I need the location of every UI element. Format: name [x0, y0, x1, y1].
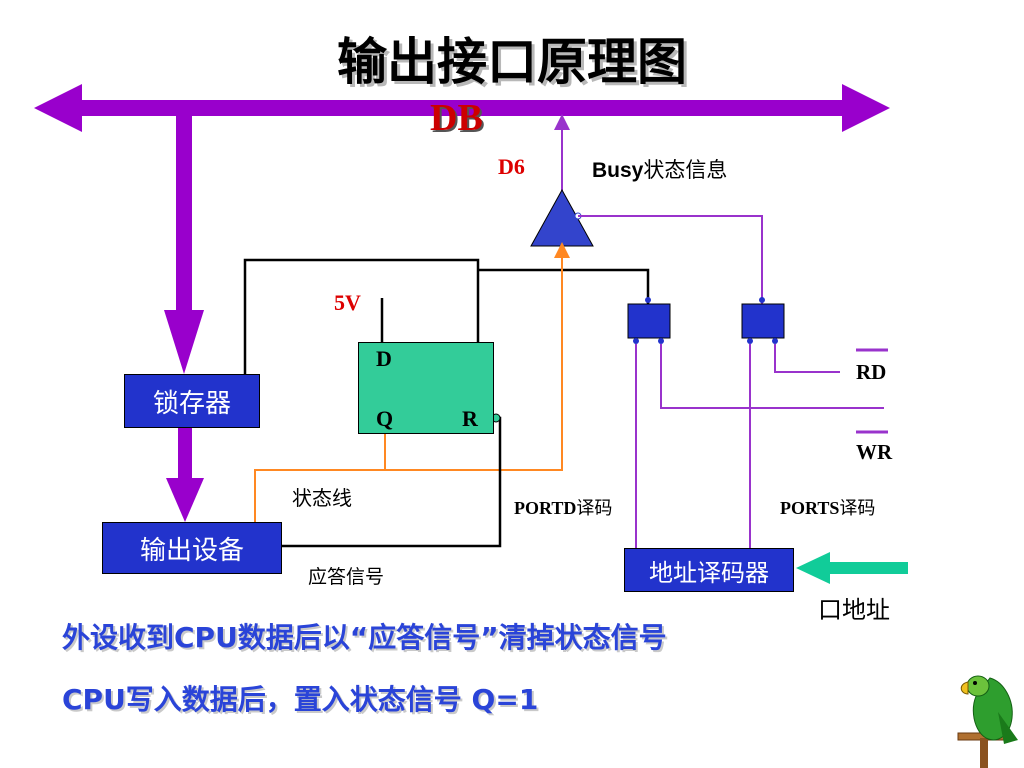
address-decoder-block: 地址译码器	[624, 548, 794, 592]
ports-decode-label: PORTS译码	[780, 494, 875, 520]
latch-to-device-shaft	[178, 428, 192, 480]
bus-to-latch-arrowhead	[164, 310, 204, 374]
rd-label: RD	[856, 360, 887, 384]
port-address-arrowhead	[796, 552, 830, 584]
page-title: 输出接口原理图	[337, 33, 687, 91]
latch-block: 锁存器	[124, 374, 260, 428]
flip-flop-q-label: Q	[376, 406, 394, 431]
busy-suffix: 状态信息	[643, 158, 728, 182]
tristate-buffer	[530, 188, 594, 247]
data-bus-label: DB	[430, 97, 483, 139]
wr-wire	[660, 344, 884, 409]
bus-to-latch-shaft	[176, 116, 192, 312]
portd-label: PORTD	[514, 498, 577, 518]
ports-enable-wire	[578, 215, 763, 304]
status-line-label: 状态线	[292, 486, 352, 510]
port-address-label: 口地址	[818, 596, 890, 624]
rd-wire	[774, 344, 840, 373]
ports-label: PORTS	[780, 498, 840, 518]
port-address-arrow-shaft	[826, 562, 908, 574]
flip-flop-r-label: R	[462, 406, 478, 431]
output-device-block: 输出设备	[102, 522, 282, 574]
vcc-label: 5V	[334, 290, 361, 315]
note-line-2: CPU写入数据后，置入状态信号 Q=1	[62, 683, 539, 716]
busy-status-label: Busy状态信息	[592, 154, 727, 184]
ack-signal-label: 应答信号	[308, 566, 385, 588]
portd-decode-label: PORTD译码	[514, 494, 612, 520]
note-line-1: 外设收到CPU数据后以“应答信号”清掉状态信号	[62, 621, 667, 654]
ports-gate	[741, 303, 785, 339]
status-to-buffer-wire	[385, 242, 570, 471]
status-wire	[254, 434, 386, 522]
ports-suffix: 译码	[839, 498, 876, 519]
portd-gate	[627, 303, 671, 339]
d6-label: D6	[498, 154, 525, 179]
flip-flop-d-label: D	[376, 346, 392, 371]
data-bus-arrow	[34, 84, 890, 132]
parrot-icon	[957, 675, 1018, 768]
latch-to-device-arrowhead	[166, 478, 204, 522]
busy-label: Busy	[592, 159, 644, 182]
portd-gate-wire	[478, 268, 650, 304]
latch-clock-wire	[243, 258, 480, 374]
portd-suffix: 译码	[576, 498, 613, 519]
flip-flop	[358, 342, 494, 434]
wr-label: WR	[856, 440, 893, 464]
